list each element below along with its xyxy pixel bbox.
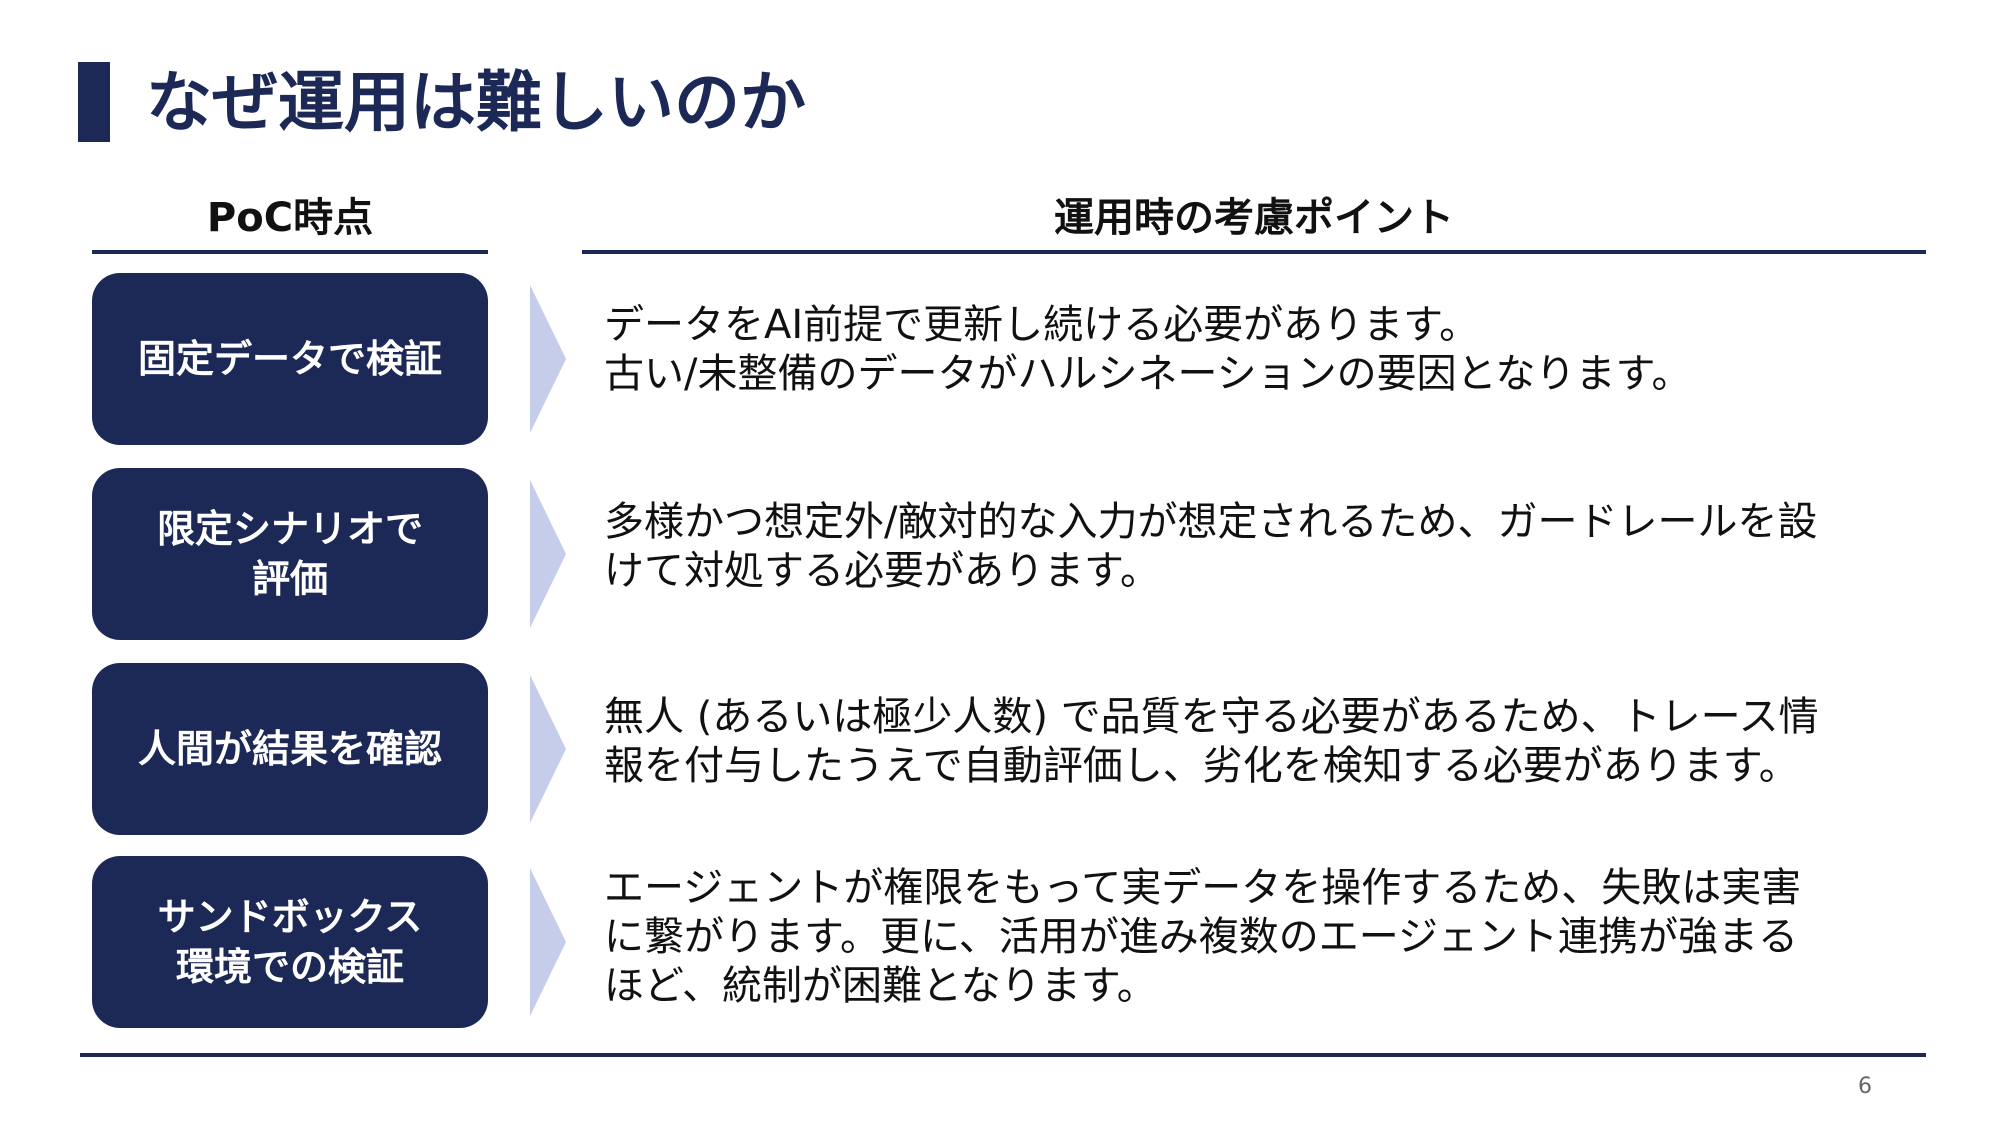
description-line: 報を付与したうえで自動評価し、劣化を検知する必要があります。 — [604, 743, 1799, 789]
column-header-poc: PoC時点 — [206, 195, 374, 241]
poc-label-line: サンドボックス — [157, 895, 423, 939]
chevron-right-icon — [530, 675, 566, 823]
poc-label-line: 固定データで検証 — [137, 337, 442, 381]
poc-label-line: 人間が結果を確認 — [137, 727, 442, 771]
slide-title: なぜ運用は難しいのか — [146, 64, 806, 141]
poc-label-line: 環境での検証 — [175, 945, 404, 989]
poc-label-box: 限定シナリオで 評価 — [92, 468, 488, 640]
description-line: 多様かつ想定外/敵対的な入力が想定されるため、ガードレールを設 — [604, 499, 1818, 545]
operation-description: 多様かつ想定外/敵対的な入力が想定されるため、ガードレールを設 けて対処する必要… — [604, 498, 1934, 596]
description-line: に繋がります。更に、活用が進み複数のエージェント連携が強まる — [604, 914, 1798, 960]
description-line: データをAI前提で更新し続ける必要があります。 — [604, 302, 1480, 348]
poc-label-line: 限定シナリオで — [156, 507, 423, 551]
poc-label-line: 評価 — [251, 557, 328, 601]
comparison-row: サンドボックス 環境での検証 エージェントが権限をもって実データを操作するため、… — [0, 856, 2000, 1028]
page-number: 6 — [1858, 1074, 1872, 1099]
chevron-right-icon — [530, 868, 566, 1016]
description-line: 古い/未整備のデータがハルシネーションの要因となります。 — [604, 351, 1692, 397]
column-header-operation: 運用時の考慮ポイント — [1054, 195, 1454, 241]
footer-rule — [80, 1053, 1926, 1057]
chevron-right-icon — [530, 480, 566, 628]
operation-description: 無人 (あるいは極少人数) で品質を守る必要があるため、トレース情 報を付与した… — [604, 693, 1934, 791]
column-header-rule-right — [582, 250, 1926, 254]
chevron-right-icon — [530, 285, 566, 433]
comparison-row: 固定データで検証 データをAI前提で更新し続ける必要があります。 古い/未整備の… — [0, 273, 2000, 445]
description-line: けて対処する必要があります。 — [604, 548, 1160, 594]
operation-description: エージェントが権限をもって実データを操作するため、失敗は実害 に繋がります。更に… — [604, 864, 1934, 1011]
description-line: 無人 (あるいは極少人数) で品質を守る必要があるため、トレース情 — [604, 694, 1819, 740]
title-accent-bar — [78, 62, 110, 142]
description-line: エージェントが権限をもって実データを操作するため、失敗は実害 — [604, 865, 1802, 911]
poc-label-box: サンドボックス 環境での検証 — [92, 856, 488, 1028]
operation-description: データをAI前提で更新し続ける必要があります。 古い/未整備のデータがハルシネー… — [604, 301, 1934, 399]
column-header-rule-left — [92, 250, 488, 254]
poc-label-box: 人間が結果を確認 — [92, 663, 488, 835]
comparison-row: 限定シナリオで 評価 多様かつ想定外/敵対的な入力が想定されるため、ガードレール… — [0, 468, 2000, 640]
description-line: ほど、統制が困難となります。 — [604, 963, 1157, 1009]
comparison-row: 人間が結果を確認 無人 (あるいは極少人数) で品質を守る必要があるため、トレー… — [0, 663, 2000, 835]
poc-label-box: 固定データで検証 — [92, 273, 488, 445]
